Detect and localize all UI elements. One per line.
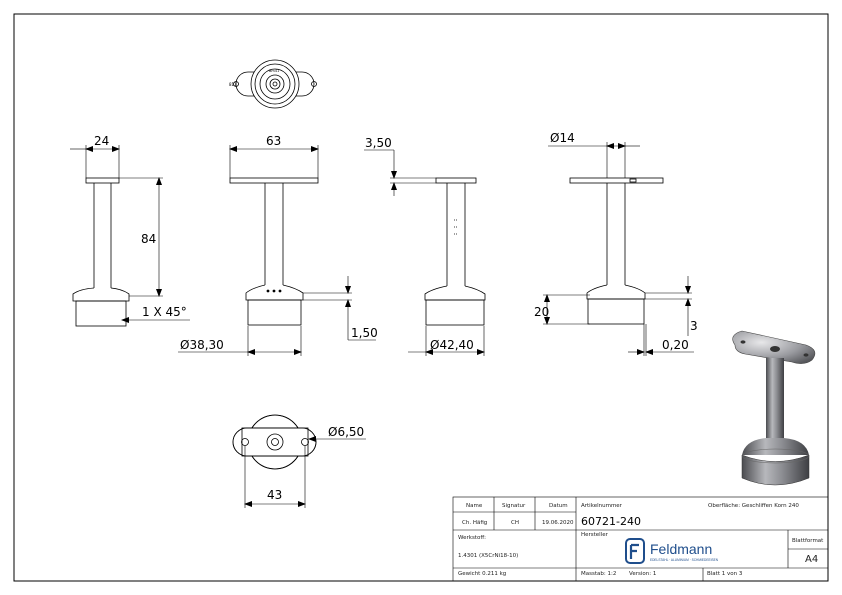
side-view-1 bbox=[72, 177, 130, 327]
weight: Gewicht 0.211 kg bbox=[458, 571, 507, 577]
dim-3-50 bbox=[364, 149, 436, 196]
title-block-grid bbox=[452, 496, 829, 582]
article-number-header: Artikelnummer bbox=[581, 503, 622, 509]
dim-43 bbox=[244, 446, 306, 508]
name-header: Name bbox=[466, 503, 483, 509]
dim-0-20-label: 0,20 bbox=[662, 338, 689, 352]
isometric-render bbox=[732, 330, 816, 486]
dim-20 bbox=[543, 294, 590, 325]
dim-38-30 bbox=[178, 326, 302, 356]
material-header: Werkstoff: bbox=[458, 535, 486, 541]
dim-chamfer-label: 1 X 45° bbox=[142, 305, 187, 319]
dim-1-50-label: 1,50 bbox=[351, 326, 378, 340]
dim-0-20 bbox=[628, 324, 694, 356]
dim-3-label: 3 bbox=[690, 319, 698, 333]
dim-24 bbox=[70, 145, 120, 178]
sheet-format-value: A4 bbox=[805, 554, 819, 565]
feldmann-logo-icon: Feldmann EDELSTAHL · ALUMINIUM · SCHMIED… bbox=[625, 538, 719, 564]
version: Version: 1 bbox=[629, 571, 657, 577]
dim-63-label: 63 bbox=[266, 134, 281, 148]
right-view bbox=[569, 177, 664, 325]
dim-3-50-label: 3,50 bbox=[365, 136, 392, 150]
scale: Masstab: 1:2 bbox=[581, 571, 617, 577]
top-view-marking: Bm41 bbox=[269, 69, 279, 73]
dim-1-50 bbox=[303, 276, 376, 341]
drawn-by: Ch. Häfig bbox=[462, 520, 488, 526]
dim-42-40-label: Ø42,40 bbox=[430, 338, 474, 352]
front-view bbox=[229, 177, 319, 326]
bottom-view bbox=[232, 414, 317, 470]
manufacturer-header: Hersteller bbox=[581, 532, 608, 538]
dim-63 bbox=[229, 145, 319, 178]
dim-3 bbox=[645, 276, 692, 336]
dim-38-30-label: Ø38,30 bbox=[180, 338, 224, 352]
sheet-frame bbox=[13, 13, 829, 582]
date-header: Datum bbox=[549, 503, 568, 509]
dim-84 bbox=[119, 177, 163, 297]
article-number: 60721-240 bbox=[581, 515, 641, 528]
signature-value: CH bbox=[511, 520, 519, 526]
top-view bbox=[233, 59, 317, 109]
dim-6-50-label: Ø6,50 bbox=[328, 425, 364, 439]
dim-42-40 bbox=[408, 326, 485, 356]
material-value: 1.4301 (X5CrNi18-10) bbox=[458, 553, 519, 559]
dim-14-label: Ø14 bbox=[550, 131, 575, 145]
top-view-side-mark: 811 bbox=[229, 82, 237, 87]
feldmann-logo: Feldmann EDELSTAHL · ALUMINIUM · SCHMIED… bbox=[624, 537, 724, 565]
surface-note: Oberfläche: Geschliffen Korn 240 bbox=[708, 503, 799, 509]
sheet-number: Blatt 1 von 3 bbox=[707, 571, 743, 577]
svg-text:EDELSTAHL · ALUMINIUM · SCHMIE: EDELSTAHL · ALUMINIUM · SCHMIEDEEISEN bbox=[650, 558, 719, 562]
sheet-format-header: Blattformat bbox=[792, 538, 824, 544]
dim-84-label: 84 bbox=[141, 232, 156, 246]
date-value: 19.06.2020 bbox=[542, 520, 574, 526]
svg-text:Feldmann: Feldmann bbox=[650, 541, 712, 557]
dim-14 bbox=[548, 142, 640, 178]
dim-24-label: 24 bbox=[94, 134, 109, 148]
dim-43-label: 43 bbox=[267, 488, 282, 502]
title-block: Name Signatur Datum Artikelnummer Oberfl… bbox=[453, 497, 828, 581]
signature-header: Signatur bbox=[502, 503, 526, 509]
dim-20-label: 20 bbox=[534, 305, 549, 319]
side-view-2 bbox=[424, 177, 486, 326]
